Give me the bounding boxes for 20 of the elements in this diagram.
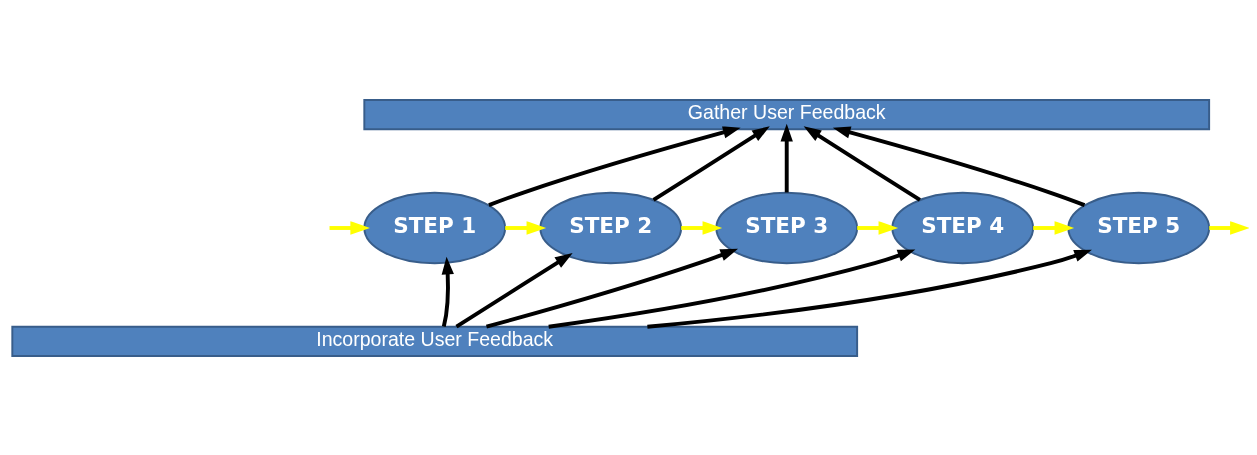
arrow [485,248,739,329]
arrow [652,125,770,202]
arrow [857,220,899,235]
node-ellipse: STEP 1 [363,191,507,264]
arrow [329,220,370,235]
arrow [1033,220,1075,235]
arrow [1209,220,1249,235]
arrow [803,125,921,202]
arrow [548,248,916,329]
node-box: Gather User Feedback [363,98,1211,130]
arrow [505,220,547,235]
arrow [780,123,793,192]
arrow [488,125,741,207]
node-ellipse: STEP 2 [539,191,683,264]
arrow [681,220,723,235]
node-box: Incorporate User Feedback [11,325,859,357]
arrow [832,125,1086,207]
arrow [647,249,1092,329]
arrow [455,252,573,328]
arrow [441,256,454,327]
